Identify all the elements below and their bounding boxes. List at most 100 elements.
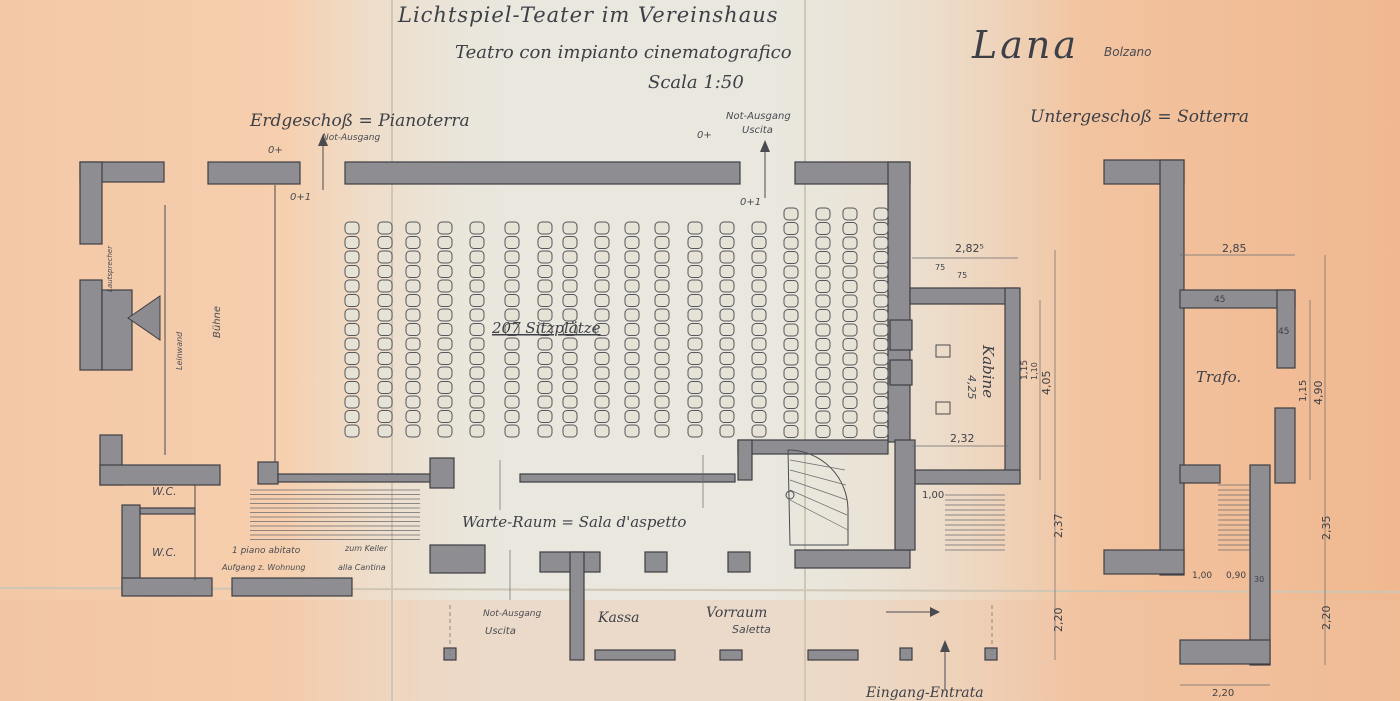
seat: [873, 222, 889, 235]
wall: [1179, 639, 1271, 665]
label-stair-note1: Aufgang z. Wohnung: [221, 563, 305, 572]
wall: [1276, 289, 1296, 369]
label-notausgang-bottom: Not-Ausgang: [483, 609, 541, 619]
seat: [504, 337, 520, 351]
seat: [377, 352, 393, 365]
seat: [594, 308, 610, 322]
dim-d15: 4,90: [1312, 381, 1325, 406]
seat: [469, 337, 485, 351]
wall: [887, 161, 911, 443]
seat: [687, 236, 703, 249]
wall: [429, 457, 455, 489]
seat: [377, 265, 393, 278]
wall: [257, 461, 279, 485]
dim-d18: 0,90: [1226, 571, 1246, 581]
seat: [469, 424, 485, 438]
seat: [654, 381, 670, 394]
wall: [231, 577, 353, 597]
seat: [654, 352, 670, 365]
seat: [504, 308, 520, 322]
seat: [562, 294, 578, 307]
seat: [654, 395, 670, 409]
seat: [469, 221, 485, 235]
wall: [644, 551, 668, 573]
seat: [815, 410, 831, 424]
projector-icon: [935, 401, 951, 415]
seat: [504, 410, 520, 423]
seat: [624, 236, 640, 249]
wall: [794, 549, 911, 569]
seat: [437, 395, 453, 409]
staircase-cabin: [945, 494, 1005, 551]
seat: [873, 367, 889, 380]
dim-d7: 4,05: [1040, 371, 1053, 396]
seat: [437, 308, 453, 322]
seat: [469, 352, 485, 365]
seat: [405, 366, 421, 380]
seat: [624, 221, 640, 235]
seat: [654, 424, 670, 438]
seat: [405, 381, 421, 394]
seat: [562, 424, 578, 438]
seat: [654, 265, 670, 278]
seat: [469, 294, 485, 307]
seat: [654, 366, 670, 380]
seat: [562, 250, 578, 264]
seat: [469, 366, 485, 380]
seat: [405, 337, 421, 351]
label-trafo: Trafo.: [1196, 368, 1241, 386]
seat: [537, 424, 553, 438]
label-screen: Leinwand: [175, 331, 184, 370]
label-keller: zum Keller: [344, 544, 388, 553]
dim-d21: 2,20: [1212, 688, 1234, 699]
seat: [624, 366, 640, 380]
wall: [737, 439, 889, 455]
seat: [873, 309, 889, 322]
label-uscita-bottom: Uscita: [485, 626, 516, 637]
seat: [815, 396, 831, 409]
label-waiting-room: Warte-Raum = Sala d'aspetto: [462, 513, 686, 531]
label-cabin-dim: 4,25: [965, 375, 978, 400]
seat: [344, 395, 360, 409]
seat: [842, 396, 858, 409]
seat: [873, 396, 889, 409]
wall: [99, 464, 221, 486]
seat: [469, 279, 485, 293]
seat: [815, 222, 831, 235]
seat: [377, 250, 393, 264]
seat: [437, 265, 453, 278]
label-cantina: alla Cantina: [338, 563, 386, 572]
seat: [815, 367, 831, 380]
seat: [377, 308, 393, 322]
seat: [377, 323, 393, 336]
seat: [344, 381, 360, 394]
seat: [842, 323, 858, 337]
seat: [469, 410, 485, 423]
seat: [654, 294, 670, 307]
seat: [504, 424, 520, 438]
seat: [377, 410, 393, 423]
label-notausgang-left: Not-Ausgang: [322, 133, 380, 143]
dim-d16: 2,35: [1320, 516, 1333, 541]
seat: [783, 425, 799, 438]
seat: [469, 236, 485, 249]
seat: [687, 265, 703, 278]
seat: [594, 294, 610, 307]
seat: [562, 366, 578, 380]
seat: [842, 381, 858, 395]
seat: [842, 294, 858, 308]
seat: [594, 265, 610, 278]
arrow-up-icon: [940, 640, 950, 652]
seat: [562, 337, 578, 351]
seat: [654, 323, 670, 336]
title-line1: Lichtspiel-Teater im Vereinshaus: [397, 3, 779, 27]
seat: [344, 323, 360, 336]
seat: [783, 338, 799, 351]
seat: [842, 207, 858, 221]
arrow-up-icon: [760, 140, 770, 152]
seat: [562, 352, 578, 365]
seat: [377, 236, 393, 249]
seat: [842, 352, 858, 366]
seat: [594, 221, 610, 235]
